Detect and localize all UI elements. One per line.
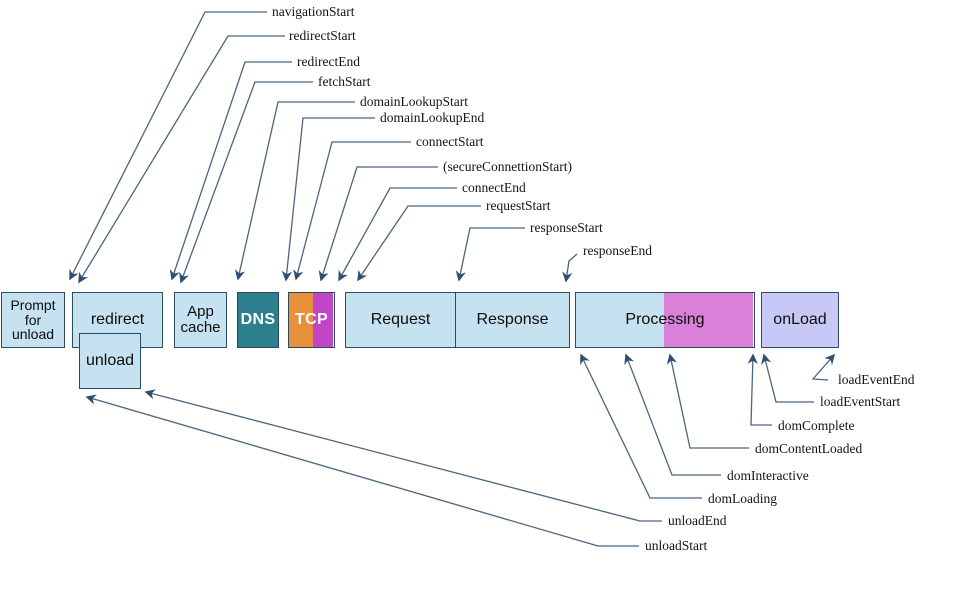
line-domainLookupEnd [281, 117, 375, 282]
line-loadEventEnd [811, 353, 836, 381]
box-redirect-label: redirect [90, 310, 145, 328]
line-redirectStart [78, 35, 285, 284]
box-processing: Processing [575, 292, 755, 348]
tcp-orange-segment [289, 293, 313, 347]
line-unloadEnd [144, 389, 662, 522]
line-connectStart [293, 141, 411, 281]
line-unloadStart [85, 394, 639, 547]
event-label-domContentLoaded: domContentLoaded [755, 441, 863, 456]
line-redirectEnd [169, 61, 292, 281]
line-connectEnd [338, 187, 457, 282]
box-tcp: TCP [288, 292, 335, 348]
line-loadEventStart [761, 353, 814, 403]
event-label-unloadStart: unloadStart [645, 538, 708, 553]
event-label-redirectStart: redirectStart [289, 28, 356, 43]
box-app-cache: App cache [174, 292, 227, 348]
line-responseEnd [562, 253, 578, 283]
line-domainLookupStart [234, 101, 355, 281]
box-dns-label: DNS [240, 310, 276, 328]
line-domLoading [580, 353, 702, 499]
box-unload: unload [79, 333, 141, 389]
box-prompt-for-unload-label: Prompt for unload [10, 296, 56, 343]
box-app-cache-label: App cache [180, 303, 221, 336]
event-label-domainLookupEnd: domainLookupEnd [380, 110, 485, 125]
event-label-redirectEnd: redirectEnd [297, 54, 360, 69]
event-label-fetchStart: fetchStart [318, 74, 371, 89]
event-label-unloadEnd: unloadEnd [668, 513, 727, 528]
box-tcp-label: TCP [295, 310, 328, 328]
event-label-responseStart: responseStart [530, 220, 603, 235]
event-label-loadEventEnd: loadEventEnd [838, 372, 915, 387]
event-label-secureConnectionStart: (secureConnettionStart) [443, 159, 572, 174]
event-label-domLoading: domLoading [708, 491, 777, 506]
box-onload-label: onLoad [773, 310, 827, 328]
event-label-navigationStart: navigationStart [272, 4, 355, 19]
event-label-domInteractive: domInteractive [727, 468, 809, 483]
box-prompt-for-unload: Prompt for unload [1, 292, 65, 348]
line-domContentLoaded [666, 353, 749, 449]
event-label-connectStart: connectStart [416, 134, 484, 149]
line-navigationStart [69, 11, 267, 281]
line-requestStart [357, 205, 481, 282]
event-label-responseEnd: responseEnd [583, 243, 652, 258]
tcp-magenta-segment [313, 293, 333, 347]
line-secureConnectionStart [318, 166, 438, 282]
line-fetchStart [179, 81, 313, 284]
box-response: Response [455, 293, 569, 347]
box-dns: DNS [237, 292, 279, 348]
event-label-domainLookupStart: domainLookupStart [360, 94, 468, 109]
box-request: Request [346, 293, 455, 347]
processing-blue-segment [576, 293, 664, 347]
event-label-loadEventStart: loadEventStart [820, 394, 901, 409]
processing-pink-segment [664, 293, 753, 347]
line-responseStart [455, 227, 525, 282]
event-label-connectEnd: connectEnd [462, 180, 526, 195]
box-processing-label: Processing [625, 310, 705, 328]
box-request-label: Request [370, 310, 431, 328]
event-label-requestStart: requestStart [486, 198, 551, 213]
box-unload-label: unload [85, 351, 135, 369]
line-domComplete [747, 353, 772, 426]
event-label-domComplete: domComplete [778, 418, 855, 433]
box-request-response: Request Response [345, 292, 570, 348]
box-response-label: Response [476, 310, 549, 328]
line-domInteractive [624, 353, 721, 476]
box-onload: onLoad [761, 292, 839, 348]
